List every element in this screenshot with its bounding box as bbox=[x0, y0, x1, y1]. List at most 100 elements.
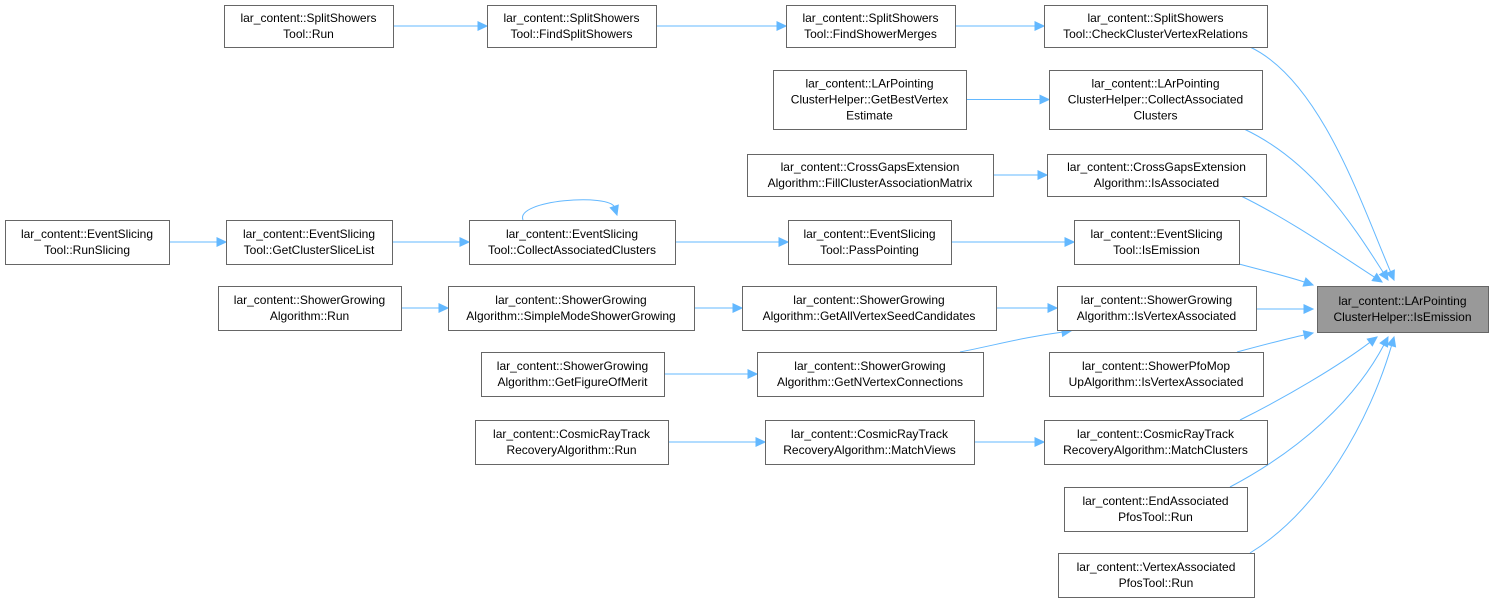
edge-check-to-target-arrowhead bbox=[1385, 269, 1395, 282]
node-label-line: lar_content::VertexAssociated bbox=[1077, 560, 1236, 574]
node-label-line: RecoveryAlgorithm::MatchViews bbox=[783, 443, 956, 457]
node-label-line: Tool::GetClusterSliceList bbox=[244, 243, 375, 257]
node-label-line: Tool::Run bbox=[283, 27, 334, 41]
node-crrun[interactable]: lar_content::CosmicRayTrackRecoveryAlgor… bbox=[475, 420, 669, 465]
edge-pfomop-to-target bbox=[1236, 334, 1306, 353]
node-label-line: lar_content::EndAssociated bbox=[1082, 494, 1228, 508]
node-box bbox=[469, 220, 676, 265]
node-label-line: lar_content::ShowerGrowing bbox=[794, 359, 945, 373]
node-sgnconn[interactable]: lar_content::ShowerGrowingAlgorithm::Get… bbox=[757, 352, 984, 397]
edge-vertexassoc-to-target-arrowhead bbox=[1386, 335, 1397, 348]
node-box bbox=[224, 5, 394, 48]
node-box bbox=[218, 286, 402, 331]
node-check[interactable]: lar_content::SplitShowersTool::CheckClus… bbox=[1044, 5, 1268, 48]
node-box bbox=[747, 154, 994, 197]
node-label-line: Algorithm::IsAssociated bbox=[1094, 176, 1219, 190]
edge-sgfom-to-sgnconn-arrowhead bbox=[747, 369, 759, 379]
node-label-line: lar_content::CrossGapsExtension bbox=[1067, 160, 1246, 174]
node-box bbox=[1049, 352, 1264, 397]
node-label-line: Tool::PassPointing bbox=[820, 243, 919, 257]
node-findmerges[interactable]: lar_content::SplitShowersTool::FindShowe… bbox=[786, 5, 956, 48]
node-crmatchclusters[interactable]: lar_content::CosmicRayTrackRecoveryAlgor… bbox=[1044, 420, 1268, 465]
edge-endassoc-to-target-arrowhead bbox=[1379, 335, 1389, 348]
node-label-line: Tool::IsEmission bbox=[1113, 243, 1200, 257]
edge-check-to-target bbox=[1249, 46, 1392, 273]
node-crossassoc[interactable]: lar_content::CrossGapsExtensionAlgorithm… bbox=[1047, 154, 1267, 197]
edge-sgvertex-to-target-arrowhead bbox=[1303, 304, 1315, 314]
node-box bbox=[773, 70, 967, 130]
node-box bbox=[757, 352, 984, 397]
node-label-line: ClusterHelper::IsEmission bbox=[1333, 310, 1471, 324]
edge-espass-to-esemission-arrowhead bbox=[1064, 237, 1076, 247]
node-getbest[interactable]: lar_content::LArPointingClusterHelper::G… bbox=[773, 70, 967, 130]
node-label-line: ClusterHelper::CollectAssociated bbox=[1068, 93, 1243, 107]
node-box bbox=[481, 352, 665, 397]
node-label-line: Algorithm::IsVertexAssociated bbox=[1077, 309, 1236, 323]
node-sgseed[interactable]: lar_content::ShowerGrowingAlgorithm::Get… bbox=[742, 286, 997, 331]
edge-crossassoc-to-target bbox=[1240, 195, 1376, 279]
node-label-line: lar_content::EventSlicing bbox=[243, 227, 375, 241]
node-espass[interactable]: lar_content::EventSlicingTool::PassPoint… bbox=[788, 220, 952, 265]
node-label-line: Clusters bbox=[1133, 109, 1177, 123]
node-label-line: RecoveryAlgorithm::Run bbox=[506, 443, 636, 457]
node-escollect[interactable]: lar_content::EventSlicingTool::CollectAs… bbox=[469, 220, 676, 265]
edge-esgetlist-to-escollect-arrowhead bbox=[459, 237, 471, 247]
edge-crrun-to-crmatchviews-arrowhead bbox=[755, 437, 767, 447]
edge-findmerges-to-check-arrowhead bbox=[1034, 21, 1046, 31]
node-label-line: Tool::FindShowerMerges bbox=[804, 27, 937, 41]
node-label-line: lar_content::CosmicRayTrack bbox=[493, 427, 651, 441]
node-vertexassoc[interactable]: lar_content::VertexAssociatedPfosTool::R… bbox=[1058, 553, 1255, 598]
node-label-line: lar_content::CosmicRayTrack bbox=[791, 427, 949, 441]
edge-sgnconn-to-sgvertex bbox=[959, 331, 1064, 353]
node-label-line: lar_content::LArPointing bbox=[1338, 294, 1466, 308]
node-crossfill[interactable]: lar_content::CrossGapsExtensionAlgorithm… bbox=[747, 154, 994, 197]
edge-crossassoc-to-target-arrowhead bbox=[1371, 272, 1383, 283]
node-label-line: Algorithm::GetFigureOfMerit bbox=[497, 375, 648, 389]
node-box bbox=[1049, 70, 1263, 130]
node-pfomop[interactable]: lar_content::ShowerPfoMopUpAlgorithm::Is… bbox=[1049, 352, 1264, 397]
edge-findsplit-to-findmerges-arrowhead bbox=[776, 21, 788, 31]
node-label-line: Tool::CollectAssociatedClusters bbox=[488, 243, 656, 257]
edge-escollect-to-escollect-arrowhead bbox=[609, 204, 619, 217]
node-box bbox=[1057, 286, 1257, 331]
node-label-line: lar_content::CosmicRayTrack bbox=[1077, 427, 1235, 441]
node-box bbox=[1058, 553, 1255, 598]
node-box bbox=[786, 5, 956, 48]
node-label-line: lar_content::ShowerGrowing bbox=[793, 293, 944, 307]
edge-endassoc-to-target bbox=[1229, 343, 1385, 488]
node-box bbox=[226, 220, 393, 265]
node-box bbox=[448, 286, 695, 331]
node-label-line: lar_content::SplitShowers bbox=[503, 11, 639, 25]
node-label-line: UpAlgorithm::IsVertexAssociated bbox=[1069, 375, 1244, 389]
node-target[interactable]: lar_content::LArPointingClusterHelper::I… bbox=[1317, 286, 1489, 333]
node-label-line: lar_content::SplitShowers bbox=[802, 11, 938, 25]
node-sgvertex[interactable]: lar_content::ShowerGrowingAlgorithm::IsV… bbox=[1057, 286, 1257, 331]
node-box bbox=[1047, 154, 1267, 197]
node-sgfom[interactable]: lar_content::ShowerGrowingAlgorithm::Get… bbox=[481, 352, 665, 397]
edge-sgrun-to-sgsimple-arrowhead bbox=[438, 303, 450, 313]
node-crmatchviews[interactable]: lar_content::CosmicRayTrackRecoveryAlgor… bbox=[765, 420, 975, 465]
node-label-line: Estimate bbox=[846, 109, 893, 123]
node-esgetlist[interactable]: lar_content::EventSlicingTool::GetCluste… bbox=[226, 220, 393, 265]
node-esrun[interactable]: lar_content::EventSlicingTool::RunSlicin… bbox=[5, 220, 170, 265]
node-label-line: lar_content::LArPointing bbox=[805, 77, 933, 91]
node-esemission[interactable]: lar_content::EventSlicingTool::IsEmissio… bbox=[1074, 220, 1240, 265]
node-label-line: lar_content::EventSlicing bbox=[21, 227, 153, 241]
node-label-line: Algorithm::GetAllVertexSeedCandidates bbox=[763, 309, 976, 323]
node-label-line: Tool::RunSlicing bbox=[44, 243, 130, 257]
edge-esemission-to-target-arrowhead bbox=[1302, 277, 1315, 287]
node-box bbox=[765, 420, 975, 465]
node-label-line: lar_content::CrossGapsExtension bbox=[781, 160, 960, 174]
node-label-line: lar_content::EventSlicing bbox=[1090, 227, 1222, 241]
node-label-line: PfosTool::Run bbox=[1118, 510, 1193, 524]
edge-splitrun-to-findsplit-arrowhead bbox=[477, 21, 489, 31]
node-collectassoc[interactable]: lar_content::LArPointingClusterHelper::C… bbox=[1049, 70, 1263, 130]
node-findsplit[interactable]: lar_content::SplitShowersTool::FindSplit… bbox=[487, 5, 657, 48]
node-label-line: lar_content::LArPointing bbox=[1091, 77, 1219, 91]
edge-crossfill-to-crossassoc-arrowhead bbox=[1037, 170, 1049, 180]
node-sgsimple[interactable]: lar_content::ShowerGrowingAlgorithm::Sim… bbox=[448, 286, 695, 331]
